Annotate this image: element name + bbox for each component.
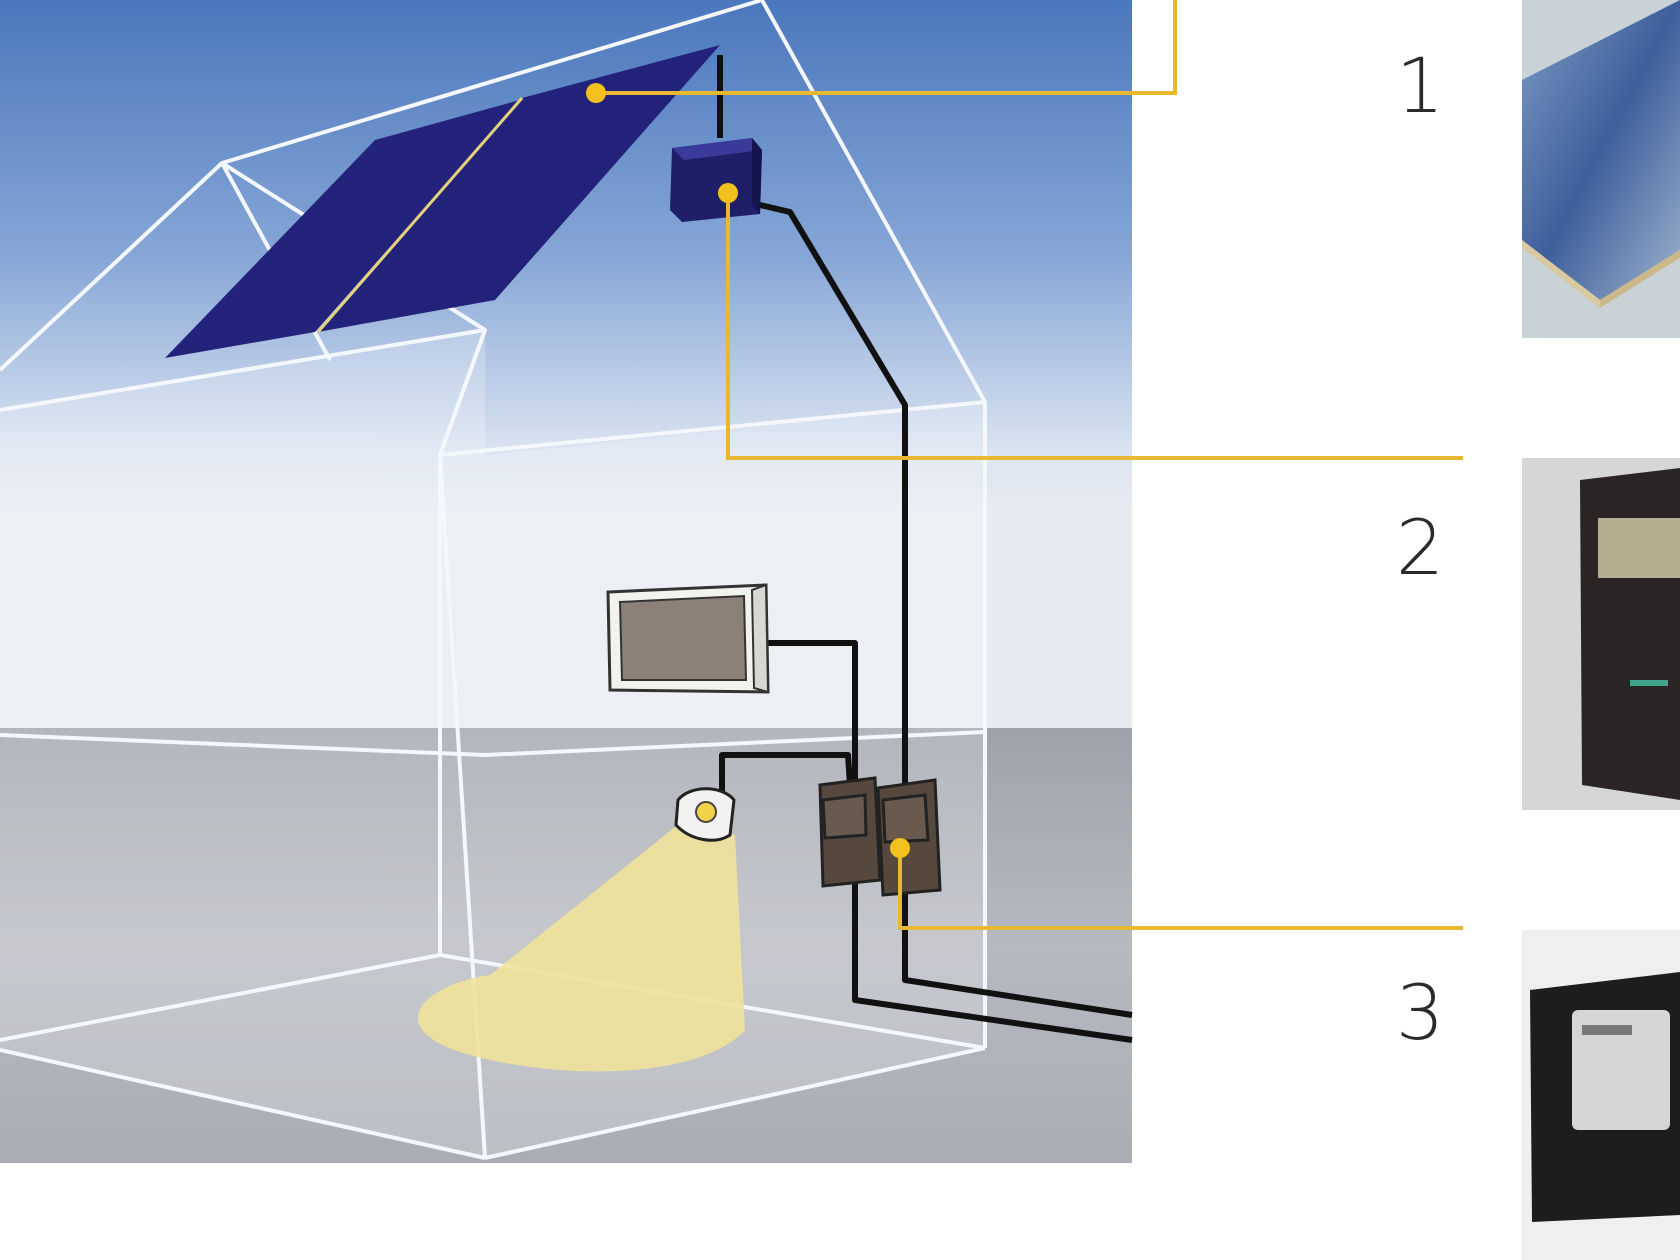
solar-panel-left xyxy=(165,100,520,358)
solar-panel-right xyxy=(318,45,720,332)
callout-dot-3 xyxy=(890,838,910,858)
meter-boxes xyxy=(818,776,942,897)
callout-line-3 xyxy=(898,848,1463,930)
callout-dot-1 xyxy=(586,83,606,103)
callout-line-2 xyxy=(726,193,1463,460)
photo-solar-panel xyxy=(1522,0,1680,338)
inverter-box xyxy=(670,138,762,222)
photo-inverter xyxy=(1522,458,1680,810)
callout-number-2: 2 xyxy=(1395,503,1445,592)
photo-electricity-meter xyxy=(1522,930,1680,1260)
callout-line-1 xyxy=(596,0,1177,95)
callout-dots xyxy=(586,83,910,858)
callout-lines xyxy=(596,0,1463,930)
light-cone xyxy=(417,815,745,1072)
ceiling-lamp xyxy=(674,787,736,842)
callout-number-3: 3 xyxy=(1395,968,1445,1057)
wiring xyxy=(717,55,1133,1043)
callout-number-1: 1 xyxy=(1395,41,1445,130)
solar-panels xyxy=(165,45,720,358)
television xyxy=(606,583,770,694)
callout-dot-2 xyxy=(718,183,738,203)
